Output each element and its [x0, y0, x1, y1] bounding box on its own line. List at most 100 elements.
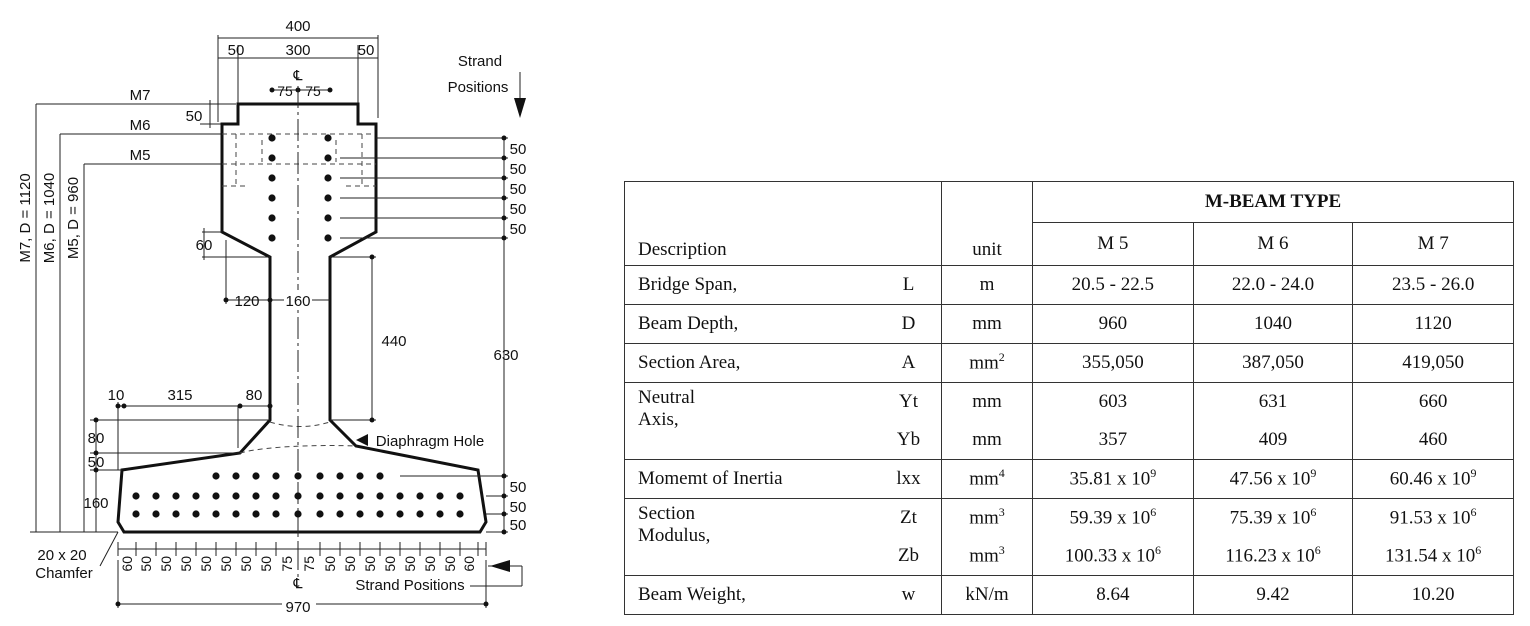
dim-top-width: 400 — [285, 18, 310, 35]
right-strand-dimensions: 50 50 50 50 50 630 50 50 50 — [340, 135, 527, 535]
row-value: 409 — [1192, 420, 1354, 460]
strand-spacing-label: 50 — [138, 556, 154, 572]
row-symbol: Yb — [876, 420, 942, 460]
centerline-top-symbol: ℄ — [293, 67, 303, 83]
strand-dot — [336, 510, 344, 518]
svg-text:Positions: Positions — [448, 79, 509, 96]
dim-right-50-d: 50 — [510, 201, 527, 218]
strand-dot — [294, 510, 302, 518]
dim-cl-left-75: 75 — [277, 83, 293, 99]
dim-right-630: 630 — [493, 347, 518, 364]
diaphragm-hole-label: Diaphragm Hole — [356, 433, 484, 450]
row-symbol: Zb — [876, 536, 942, 576]
strand-dot — [252, 472, 260, 480]
dim-flange-inner: 300 — [285, 42, 310, 59]
diaphragm-arrow-icon — [356, 434, 368, 446]
strand-positions-bottom-label: Strand Positions — [355, 560, 523, 594]
strand-spacing-label: 50 — [422, 556, 438, 572]
row-value: 660 — [1352, 381, 1514, 421]
row-symbol: L — [876, 264, 942, 305]
strand-dot — [324, 194, 332, 202]
strand-spacing-label: 50 — [342, 556, 358, 572]
dim-top-lip-50: 50 — [186, 108, 203, 125]
strand-dot — [152, 510, 160, 518]
header-type: M 7 — [1352, 222, 1514, 266]
bottom-strands — [132, 472, 464, 518]
dim-bottom-80: 80 — [246, 387, 263, 404]
row-value: 8.64 — [1032, 574, 1194, 615]
strand-spacing-label: 50 — [198, 556, 214, 572]
row-symbol: D — [876, 303, 942, 344]
row-value: 603 — [1032, 381, 1194, 421]
strand-positions-top-label: Strand Positions — [448, 53, 526, 118]
strand-dot — [268, 234, 276, 242]
strand-arrow-down-icon — [514, 98, 526, 118]
strand-dot — [268, 194, 276, 202]
strand-dot — [376, 510, 384, 518]
strand-arrow-left-icon — [490, 560, 510, 572]
dim-cl-right-75: 75 — [305, 83, 321, 99]
chamfer-label: 20 x 20 Chamfer — [35, 531, 119, 582]
dim-bottom-10: 10 — [108, 387, 125, 404]
strand-dot — [268, 174, 276, 182]
row-symbol: A — [876, 342, 942, 383]
strand-dot — [192, 510, 200, 518]
dim-bottom-right-50-a: 50 — [510, 479, 527, 496]
strand-dot — [272, 510, 280, 518]
row-value: 35.81 x 109 — [1032, 458, 1194, 499]
m7-depth-label: M7, D = 1120 — [17, 173, 34, 262]
row-value: 131.54 x 106 — [1352, 536, 1514, 576]
strand-dot — [294, 472, 302, 480]
row-value: 47.56 x 109 — [1192, 458, 1354, 499]
strand-dot — [232, 510, 240, 518]
strand-dot — [456, 492, 464, 500]
row-symbol: lxx — [876, 458, 942, 499]
row-unit: mm — [941, 303, 1033, 344]
dim-bottom-right-50-b: 50 — [510, 499, 527, 516]
row-value: 9.42 — [1192, 574, 1354, 615]
row-description: Beam Weight, — [624, 574, 876, 615]
strand-dot — [356, 472, 364, 480]
row-value: 60.46 x 109 — [1352, 458, 1514, 499]
svg-text:Chamfer: Chamfer — [35, 565, 93, 582]
strand-dot — [132, 510, 140, 518]
strand-dot — [268, 134, 276, 142]
row-unit: mm3 — [941, 497, 1033, 537]
strand-spacing-label: 50 — [362, 556, 378, 572]
row-unit: mm — [941, 420, 1033, 460]
strand-spacing-label: 50 — [238, 556, 254, 572]
row-unit: mm2 — [941, 342, 1033, 383]
svg-text:Strand Positions: Strand Positions — [355, 577, 464, 594]
row-symbol: Yt — [876, 381, 942, 421]
strand-dot — [436, 492, 444, 500]
strand-spacing-label: 50 — [218, 556, 234, 572]
dim-right-50-c: 50 — [510, 181, 527, 198]
row-value: 1040 — [1192, 303, 1354, 344]
strand-dot — [416, 492, 424, 500]
header-type: M 6 — [1192, 222, 1354, 266]
row-value: 75.39 x 106 — [1192, 497, 1354, 537]
row-value: 59.39 x 106 — [1032, 497, 1194, 537]
svg-text:20 x 20: 20 x 20 — [37, 547, 86, 564]
strand-dot — [376, 472, 384, 480]
web-dimensions: 60 120 160 440 — [196, 228, 407, 423]
top-dimensions: 400 50 300 50 ℄ 75 75 — [217, 18, 379, 122]
strand-dot — [272, 472, 280, 480]
strand-dot — [252, 510, 260, 518]
header-blank — [624, 181, 876, 223]
strand-dot — [456, 510, 464, 518]
strand-dot — [396, 492, 404, 500]
row-unit: mm4 — [941, 458, 1033, 499]
strand-dot — [212, 472, 220, 480]
strand-spacing-label: 60 — [119, 556, 135, 572]
header-blank — [876, 181, 942, 223]
strand-dot — [294, 492, 302, 500]
strand-dot — [212, 492, 220, 500]
row-value: 22.0 - 24.0 — [1192, 264, 1354, 305]
label-m6: M6 — [130, 117, 151, 134]
header-m-beam-type: M-BEAM TYPE — [1032, 181, 1514, 223]
dim-bottom-315: 315 — [167, 387, 192, 404]
